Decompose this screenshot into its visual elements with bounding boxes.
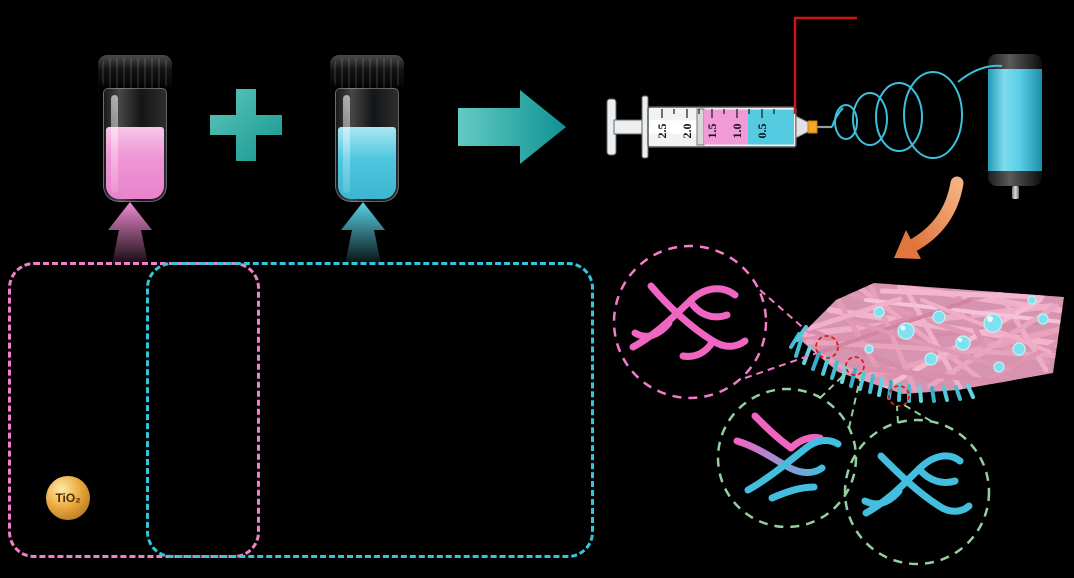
cyan-polymer-network bbox=[861, 452, 973, 517]
syringe-plunger-seal bbox=[696, 108, 705, 146]
membrane-highlight-circles bbox=[815, 335, 910, 407]
collector-body bbox=[988, 69, 1042, 171]
collector-drum bbox=[988, 54, 1042, 199]
down-curved-arrow-icon bbox=[894, 176, 964, 259]
syringe-thumb-rest bbox=[606, 98, 617, 156]
collector-top-cap bbox=[988, 54, 1042, 69]
scale-label: 1.5 bbox=[705, 124, 719, 139]
collector-pin bbox=[1011, 186, 1019, 199]
syringe-flange bbox=[641, 95, 649, 159]
spinning-jet-coil bbox=[831, 64, 1003, 159]
pink-up-arrow-icon bbox=[108, 202, 152, 264]
membrane-base bbox=[798, 283, 1064, 394]
syringe: 2.5 2.0 1.5 1.0 0.5 bbox=[606, 95, 832, 159]
pink-polymer-network bbox=[629, 282, 749, 360]
needle-hub bbox=[807, 120, 818, 134]
glass-highlight bbox=[343, 95, 350, 193]
membrane-pink-fibers bbox=[798, 283, 1064, 393]
vial-glass-body bbox=[103, 88, 167, 202]
syringe-barrel-outline bbox=[647, 106, 797, 148]
tio2-particle: TiO₂ bbox=[46, 476, 90, 520]
membrane-droplets bbox=[864, 295, 1049, 373]
syringe-plunger-rod bbox=[613, 119, 699, 135]
scale-label: 2.0 bbox=[680, 124, 694, 139]
plus-icon bbox=[210, 89, 282, 161]
cyan-polymer-zoom-circle bbox=[843, 418, 991, 566]
mixed-polymer-zoom-circle bbox=[716, 387, 858, 529]
vial-glass-body bbox=[335, 88, 399, 202]
right-arrow-icon bbox=[458, 90, 566, 164]
collector-bottom-cap bbox=[988, 171, 1042, 186]
pink-solution-vial bbox=[98, 55, 172, 202]
droplet-highlights bbox=[900, 316, 993, 342]
vial-cap bbox=[330, 55, 404, 91]
syringe-pink-liquid bbox=[704, 109, 748, 145]
membrane-cyan-fringe bbox=[789, 325, 975, 403]
scale-label: 2.5 bbox=[655, 124, 669, 139]
tio2-label: TiO₂ bbox=[55, 491, 81, 505]
scale-label: 0.5 bbox=[755, 124, 769, 139]
cyan-component-box bbox=[146, 262, 594, 558]
syringe-scale-ticks bbox=[661, 109, 775, 118]
syringe-barrel bbox=[648, 107, 796, 147]
voltage-wire bbox=[793, 16, 857, 114]
glass-highlight bbox=[111, 95, 118, 193]
syringe-tip bbox=[795, 115, 809, 139]
zoom-connector-lines bbox=[744, 289, 932, 429]
nanofiber-membrane bbox=[789, 283, 1064, 407]
mixed-polymer-network bbox=[733, 412, 842, 502]
cyan-up-arrow-icon bbox=[341, 202, 385, 264]
scale-label: 1.0 bbox=[730, 124, 744, 139]
pink-polymer-zoom-circle bbox=[612, 244, 768, 400]
syringe-cyan-liquid bbox=[748, 109, 794, 145]
vial-cap bbox=[98, 55, 172, 91]
cyan-solution-vial bbox=[330, 55, 404, 202]
